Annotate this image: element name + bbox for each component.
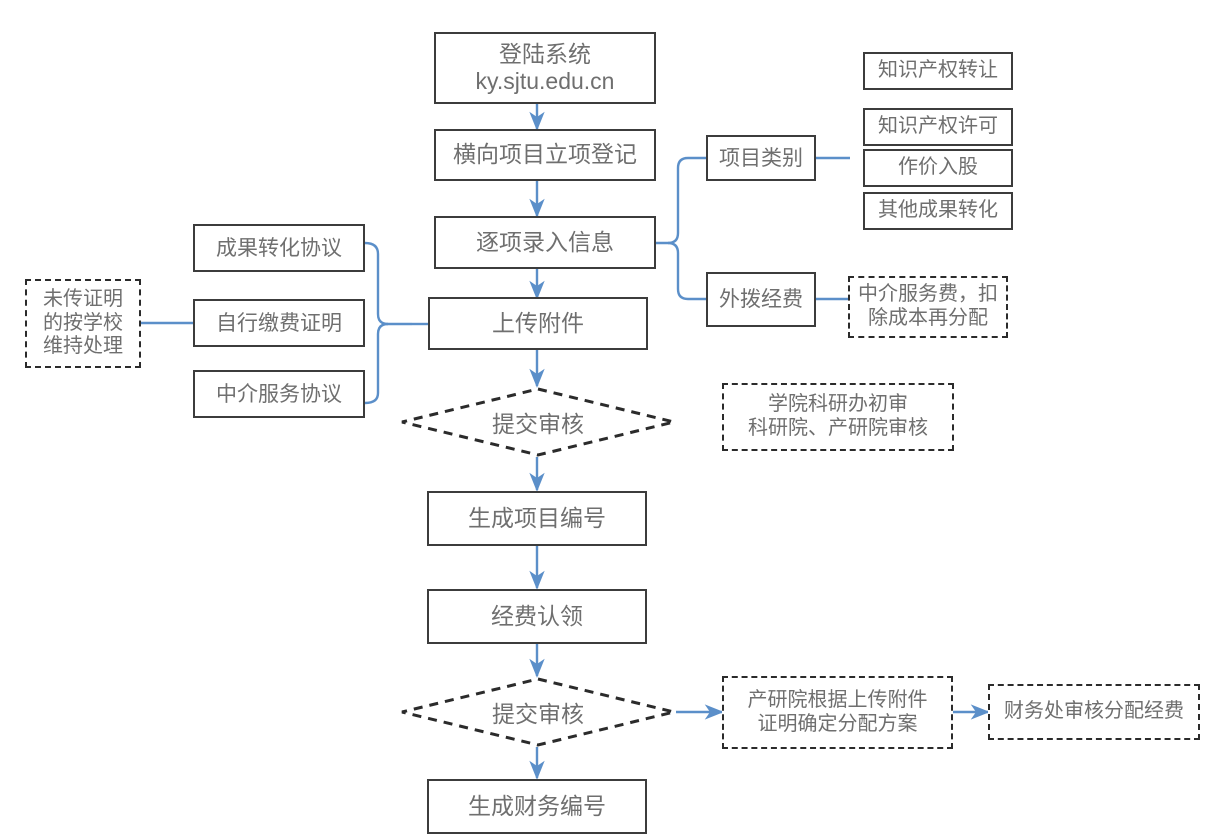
option-other-achievement[interactable]: 其他成果转化 — [863, 192, 1013, 230]
note-external-funds: 中介服务费，扣 除成本再分配 — [848, 276, 1008, 338]
node-external-funds[interactable]: 外拨经费 — [706, 272, 816, 327]
brace-enterinfo-tip — [667, 241, 680, 254]
brace-enterinfo-split — [655, 156, 706, 245]
node-register[interactable]: 横向项目立项登记 — [434, 129, 656, 181]
node-login[interactable]: 登陆系统 ky.sjtu.edu.cn — [434, 32, 656, 104]
attachment-transfer-agreement[interactable]: 成果转化协议 — [193, 224, 365, 272]
note-review-departments: 学院科研办初审 科研院、产研院审核 — [722, 383, 954, 451]
node-external-funds-label: 外拨经费 — [719, 287, 803, 312]
brace-attachments-bottom — [364, 322, 389, 405]
attachment-self-payment-proof-label: 自行缴费证明 — [216, 310, 342, 335]
node-project-number[interactable]: 生成项目编号 — [427, 491, 647, 546]
note-finance-review: 财务处审核分配经费 — [988, 684, 1200, 740]
note-allocation-plan-label: 产研院根据上传附件 证明确定分配方案 — [747, 688, 928, 735]
node-claim-funds-label: 经费认领 — [491, 603, 583, 629]
node-project-category[interactable]: 项目类别 — [706, 135, 816, 181]
option-ip-license[interactable]: 知识产权许可 — [863, 108, 1013, 146]
node-submit-review-1[interactable]: 提交审核 — [400, 387, 676, 457]
attachment-self-payment-proof[interactable]: 自行缴费证明 — [193, 299, 365, 347]
attachment-agency-service-agreement[interactable]: 中介服务协议 — [193, 370, 365, 418]
node-register-label: 横向项目立项登记 — [453, 142, 637, 168]
node-enter-info[interactable]: 逐项录入信息 — [434, 216, 656, 269]
node-submit-review-2[interactable]: 提交审核 — [400, 677, 676, 747]
option-other-achievement-label: 其他成果转化 — [878, 199, 998, 222]
node-finance-number-label: 生成财务编号 — [468, 793, 606, 819]
node-submit-review-2-label: 提交审核 — [492, 702, 584, 727]
node-project-category-label: 项目类别 — [719, 145, 803, 170]
node-upload-attachment-label: 上传附件 — [492, 310, 584, 336]
attachment-transfer-agreement-label: 成果转化协议 — [216, 235, 342, 260]
attachment-agency-service-agreement-label: 中介服务协议 — [216, 381, 342, 406]
note-review-departments-label: 学院科研办初审 科研院、产研院审核 — [748, 393, 928, 439]
node-submit-review-1-label: 提交审核 — [492, 412, 584, 437]
node-finance-number[interactable]: 生成财务编号 — [427, 779, 647, 834]
option-ip-license-label: 知识产权许可 — [878, 115, 998, 138]
node-enter-info-label: 逐项录入信息 — [476, 229, 614, 255]
node-login-label: 登陆系统 ky.sjtu.edu.cn — [475, 40, 615, 94]
note-external-funds-label: 中介服务费，扣 除成本再分配 — [858, 283, 998, 329]
option-equity-investment[interactable]: 作价入股 — [863, 149, 1013, 187]
option-ip-transfer[interactable]: 知识产权转让 — [863, 52, 1013, 90]
node-project-number-label: 生成项目编号 — [468, 505, 606, 531]
node-claim-funds[interactable]: 经费认领 — [427, 589, 647, 644]
brace-enterinfo-split-lower — [676, 253, 706, 301]
brace-attachments-top — [364, 241, 412, 326]
option-equity-investment-label: 作价入股 — [898, 156, 978, 179]
node-upload-attachment[interactable]: 上传附件 — [428, 297, 648, 350]
option-ip-transfer-label: 知识产权转让 — [878, 59, 998, 82]
note-finance-review-label: 财务处审核分配经费 — [1004, 700, 1184, 723]
note-missing-proof-label: 未传证明 的按学校 维持处理 — [43, 288, 123, 358]
note-missing-proof: 未传证明 的按学校 维持处理 — [25, 279, 141, 368]
note-allocation-plan: 产研院根据上传附件 证明确定分配方案 — [722, 676, 953, 749]
